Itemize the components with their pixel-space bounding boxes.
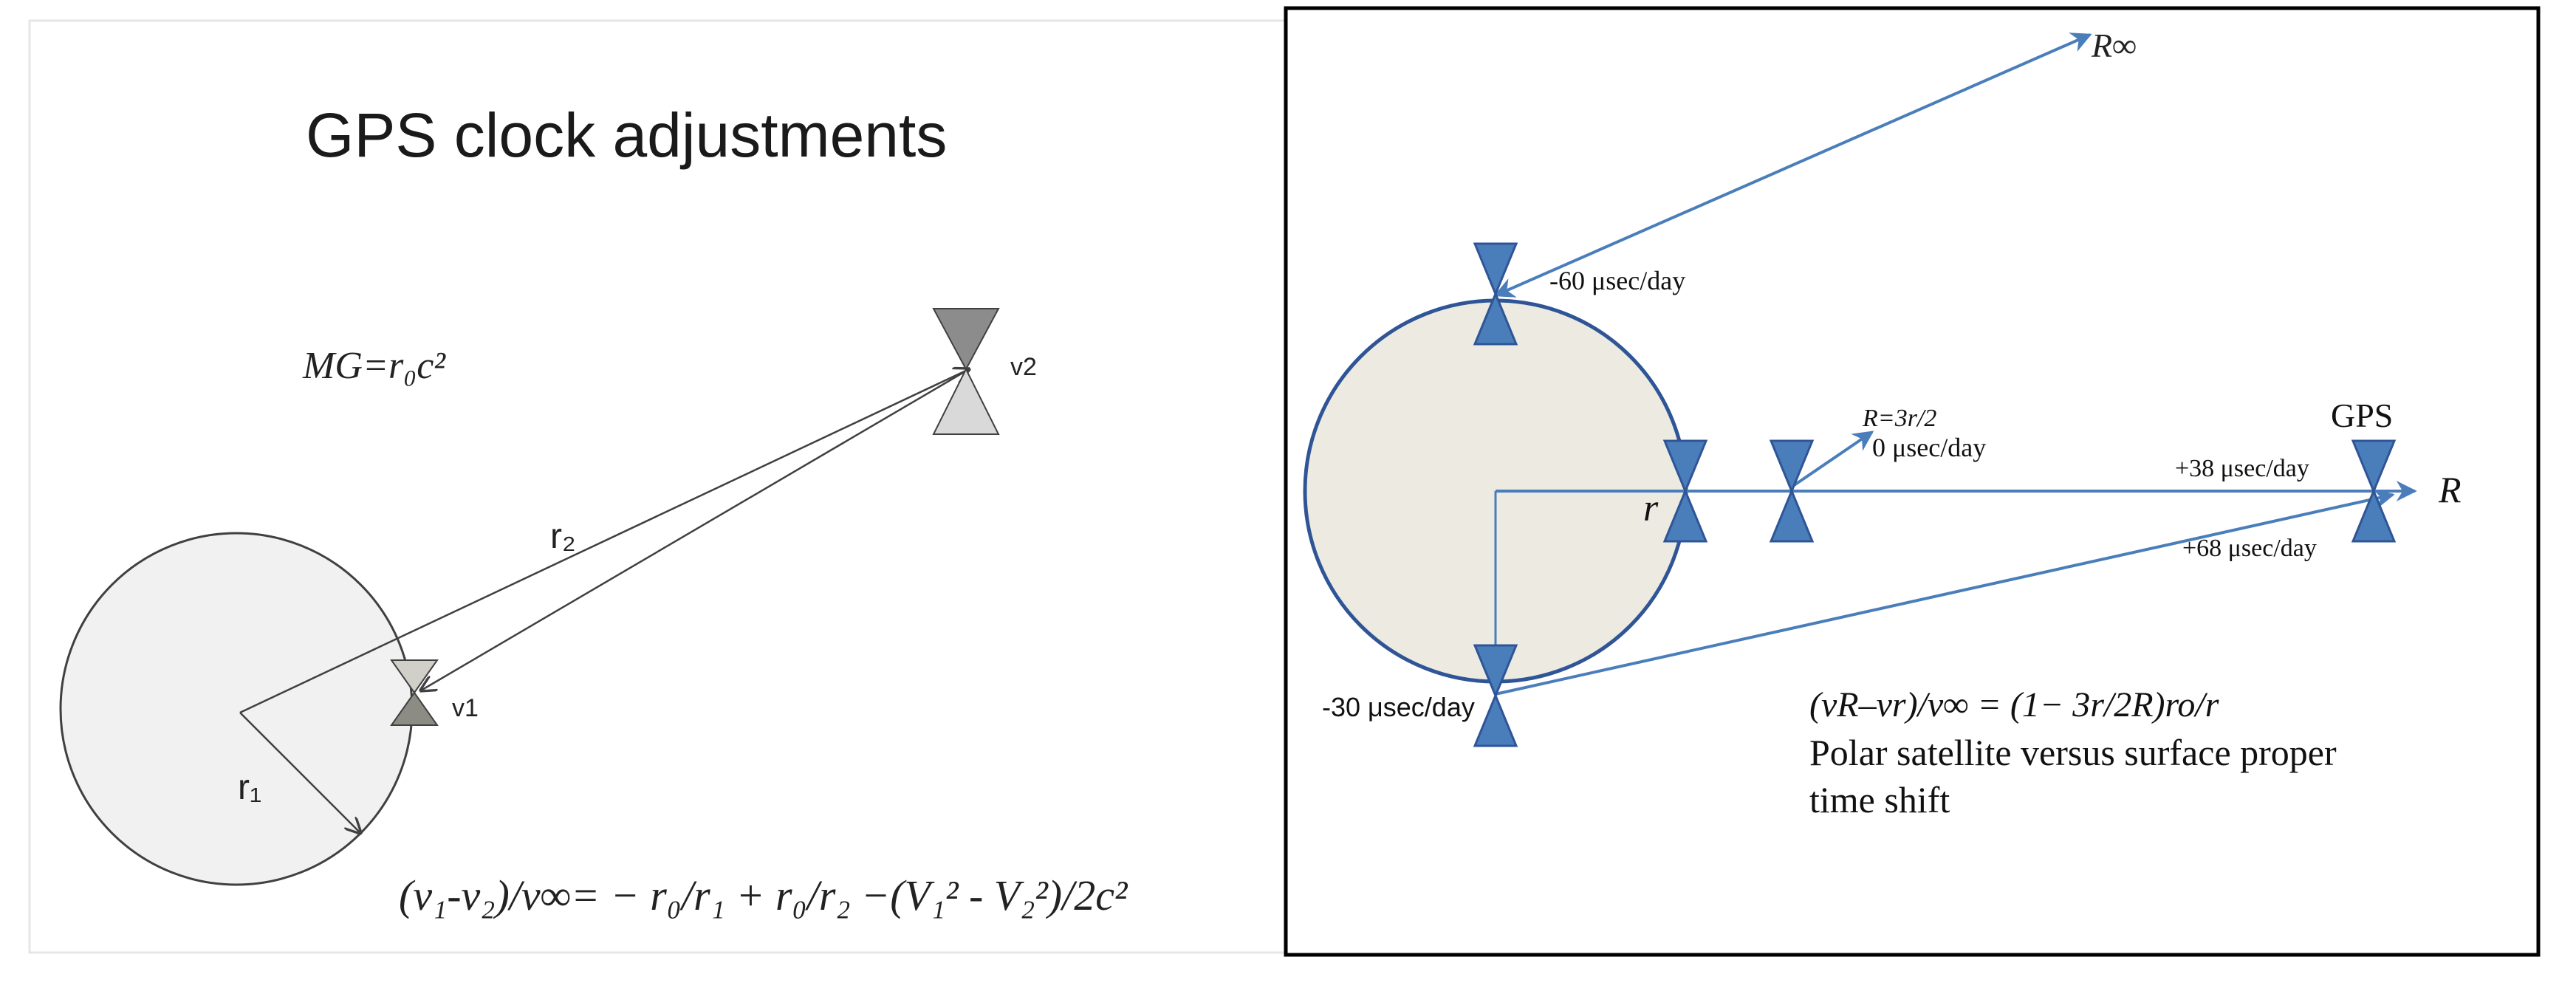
right-panel: r R∞ -60 μsec/day -30 μsec/day [1284,6,2541,957]
label-r-infinity: R∞ [2091,27,2137,64]
label-r2: r₂ [550,517,576,556]
right-equation: (vR–vr)/v∞ = (1− 3r/2R)ro/r [1809,685,2219,724]
label-bottom-clock: -30 μsec/day [1322,692,1475,722]
label-zero-shift: 0 μsec/day [1872,433,1986,462]
label-plus68: +68 μsec/day [2182,535,2317,562]
top-clock-icon [1473,242,1518,346]
label-top-clock: -60 μsec/day [1549,266,1685,295]
v2-clock-icon [932,308,1000,435]
midpoint-clock-icon [1769,439,1815,543]
label-r: r [1643,487,1659,529]
bottom-to-gps-arrow [1495,488,2395,696]
caption-line-1: Polar satellite versus surface proper [1809,732,2337,773]
r1-radius-arrow [239,712,360,833]
label-gps: GPS [2331,397,2393,434]
signal-arrow [421,368,970,690]
mg-formula: MG=r₀c² [302,345,446,387]
left-equation: (ν₁-ν₂)/ν∞= − r₀/r₁ + r₀/r₂ −(V₁² - V₂²)… [399,871,1128,919]
surface-clock-icon [1662,439,1708,543]
label-v1: v1 [452,694,479,722]
left-panel: GPS clock adjustments MG=r₀c² r₁ r₂ v1 v… [28,19,1287,954]
label-R: R [2438,469,2462,510]
caption-line-2: time shift [1809,779,1950,820]
bottom-clock-icon [1473,644,1518,747]
label-r1: r₁ [238,768,261,807]
label-midpoint: R=3r/2 [1862,405,1936,432]
v1-clock-icon [390,659,439,726]
gps-clock-icon [2351,439,2397,543]
label-plus38: +38 μsec/day [2175,455,2309,482]
r2-distance-arrow [239,369,969,714]
midpoint-arrow [1789,431,1874,489]
label-v2: v2 [1010,353,1037,381]
r-infinity-arrow [1493,32,2092,298]
left-title: GPS clock adjustments [306,100,947,170]
